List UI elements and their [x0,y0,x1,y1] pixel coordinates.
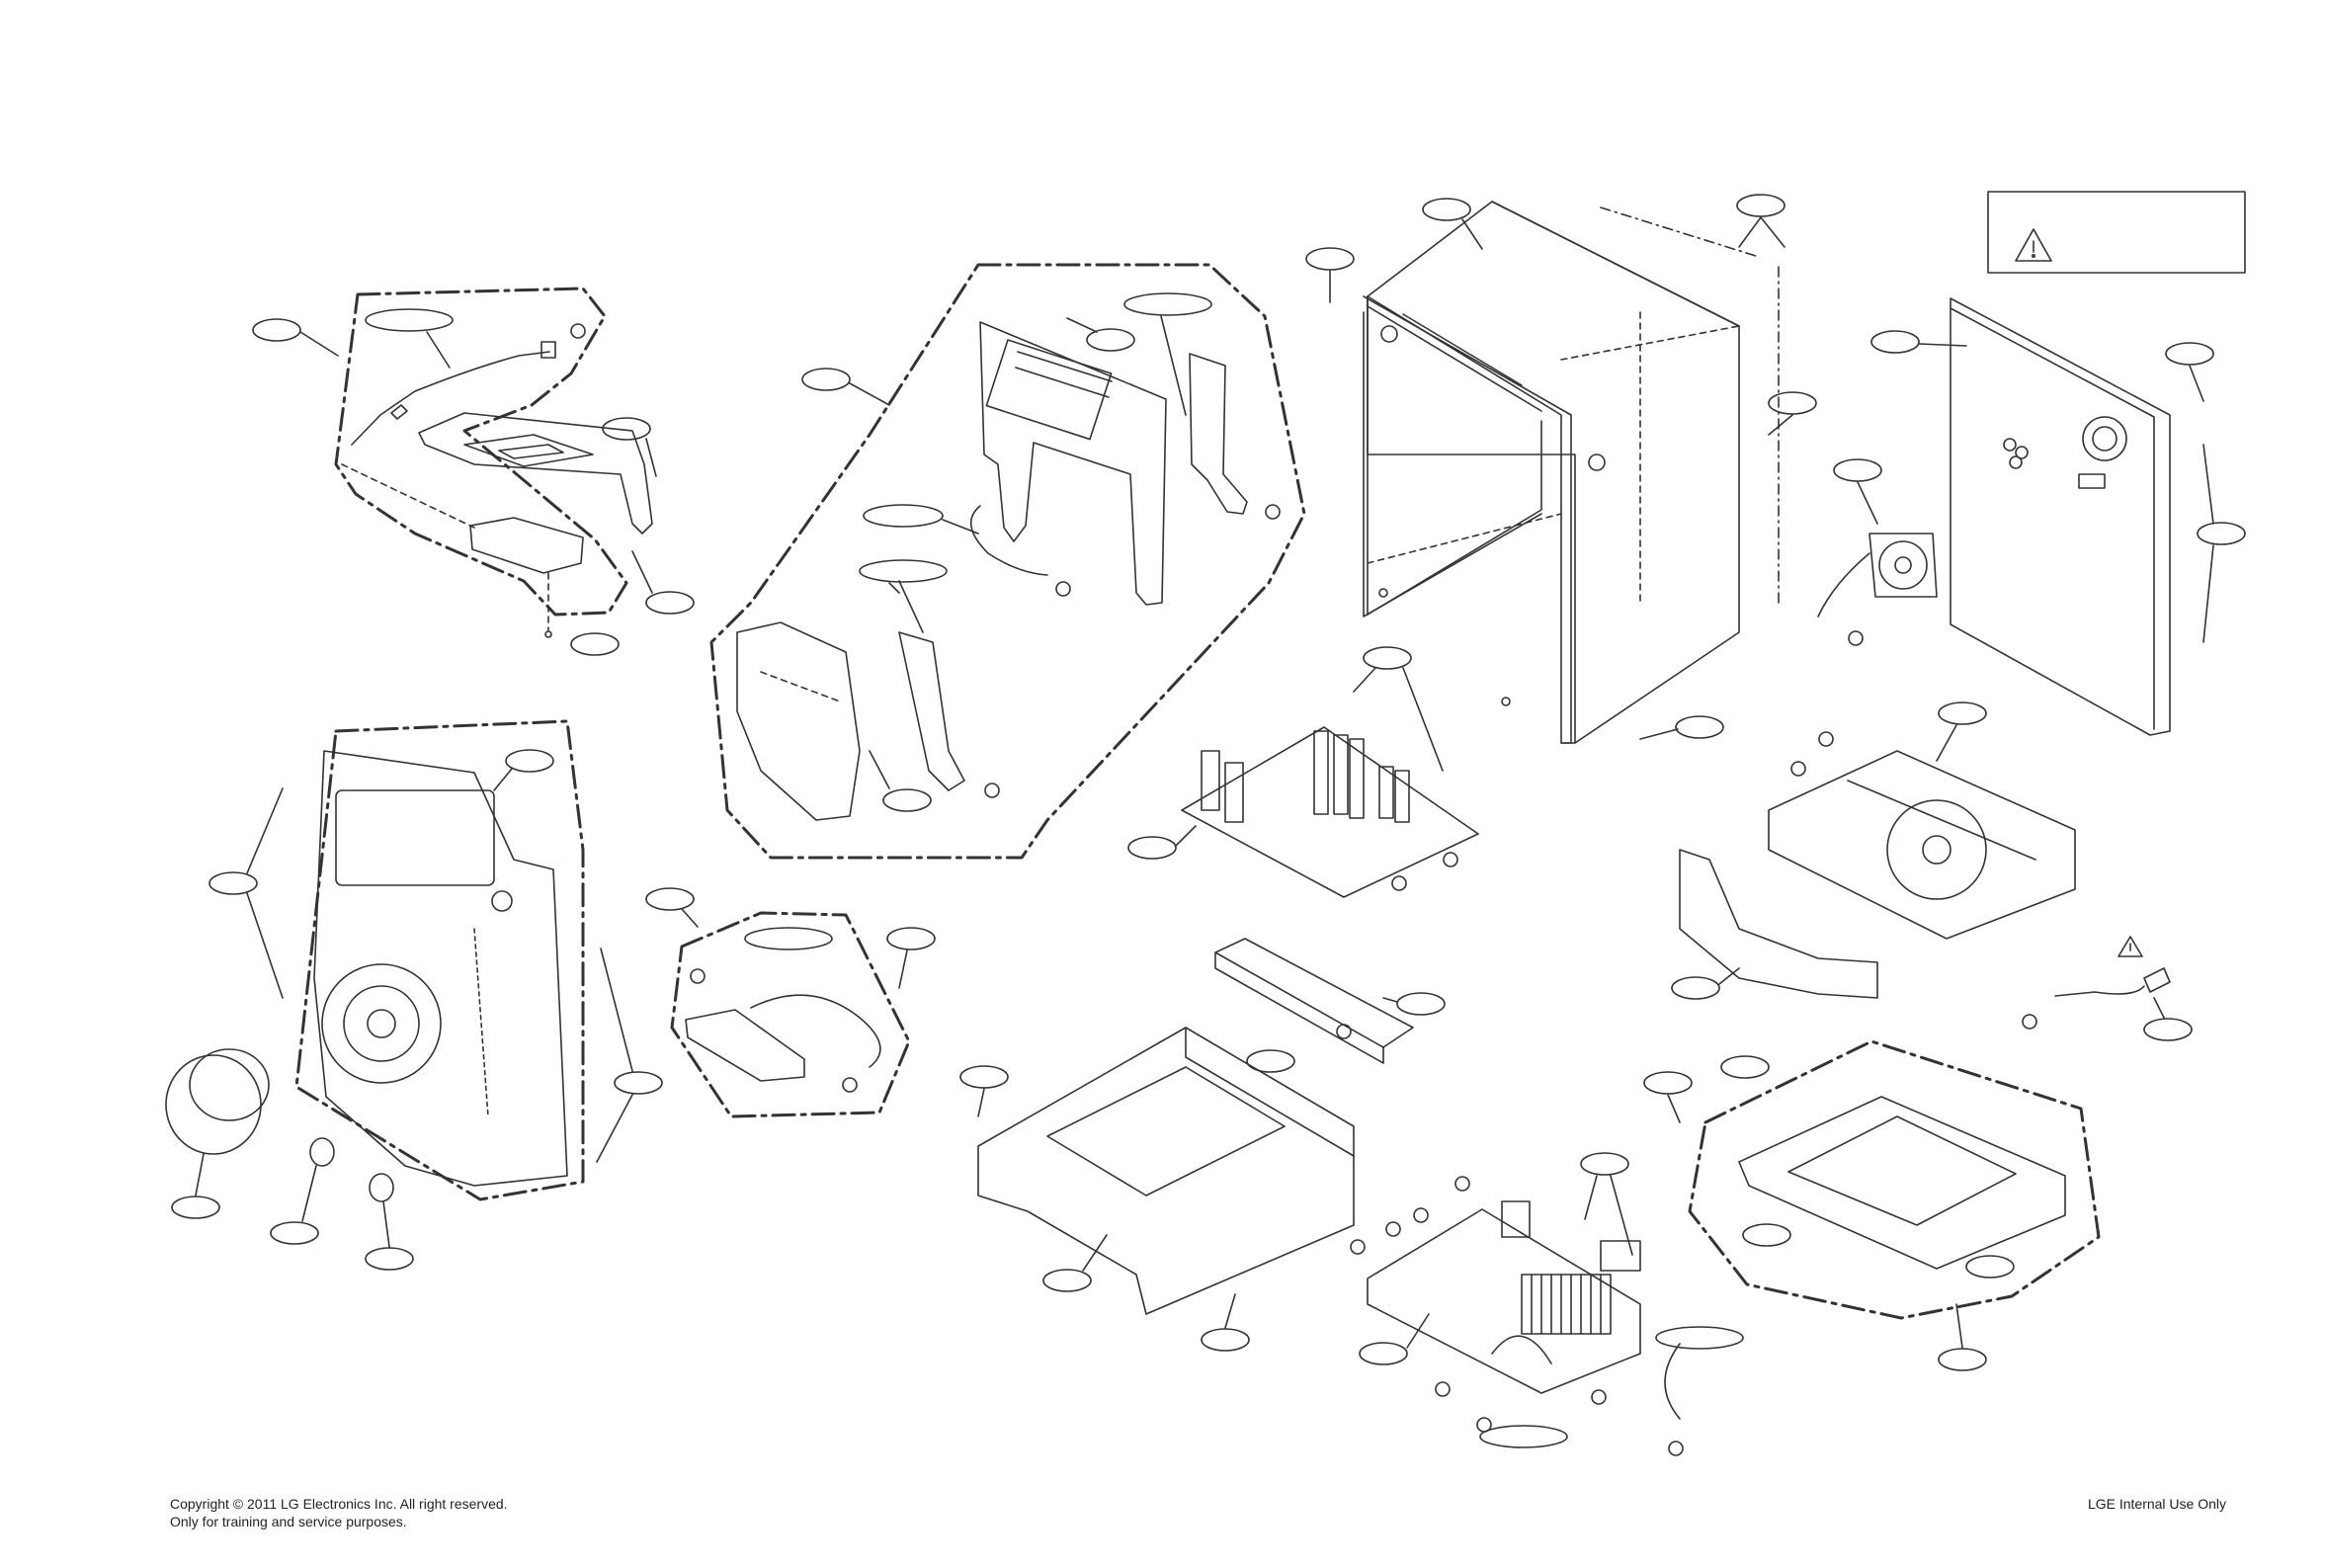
callout-bubble [366,309,453,331]
training-notice-text: Only for training and service purposes. [170,1512,407,1531]
callout-bubble [253,319,300,341]
cd-mechanism-group [1672,702,2075,999]
callout-bubble [1966,1256,2014,1278]
callout-bubble [1423,199,1470,220]
callout-bubble [887,928,935,949]
callout-bubble [1743,1224,1790,1246]
callout-bubble [1397,993,1445,1015]
callout-bubble [1737,195,1785,216]
callout-bubble [1834,459,1881,481]
cabinet-front-face [1368,296,1575,743]
bottom-cover [1739,1097,2065,1269]
jack-board [686,1010,804,1081]
callout-bubble [1581,1153,1628,1175]
internal-use-text: LGE Internal Use Only [2088,1494,2226,1514]
callout-bubble [1360,1343,1407,1364]
callout-bubble [883,789,931,811]
rear-panel-group [1818,298,2245,735]
dashed-group-outline [711,265,1304,858]
callout-bubble [1871,331,1919,353]
callout-bubble [1124,293,1211,315]
callout-bubble [615,1072,662,1094]
chassis [978,1028,1354,1314]
callout-bubble [172,1197,219,1218]
front-panel-body [314,751,567,1186]
front-panel-group [166,721,662,1270]
heatsink [1522,1275,1611,1334]
callout-bubble [209,872,257,894]
front-boards-group [711,265,1304,858]
top-trim-panel [419,413,652,534]
callout-bubble [271,1222,318,1244]
callout-bubble [802,369,850,390]
callout-bubble [1043,1270,1091,1291]
display-window [336,790,494,885]
rear-panel [1951,298,2170,735]
cabinet-group [1306,195,1816,743]
callout-bubble [1087,329,1134,351]
callout-bubble [1676,716,1723,738]
callout-bubble [1656,1327,1743,1349]
sub-board [737,622,860,820]
callout-bubble [646,888,694,910]
small-knob [370,1174,393,1201]
callout-bubble [745,928,832,949]
callout-bubble [506,750,553,772]
dashed-group-outline [296,721,583,1199]
callout-bubble [2198,523,2245,544]
callout-bubble [2166,343,2213,365]
callout-bubble [864,505,943,527]
callout-bubble [366,1248,413,1270]
callout-bubble [2144,1019,2192,1040]
callout-bubble [1306,248,1354,270]
callout-bubble [1769,392,1816,414]
main-pcb [1182,727,1478,897]
warning-box [1988,192,2245,273]
callout-bubble [960,1066,1008,1088]
bracket-group [1215,939,1445,1072]
callout-bubble [1128,837,1176,859]
callout-bubble [1672,977,1719,999]
callout-bubble [1721,1056,1769,1078]
callout-bubble [860,560,947,582]
callout-bubble [1364,647,1411,669]
power-cord [2055,986,2144,996]
chassis-group [960,1028,1354,1351]
small-knob [310,1138,334,1166]
callout-bubble [1939,1349,1986,1370]
callout-bubble [1939,702,1986,724]
bracket [1215,939,1413,1047]
big-knob-cap [166,1055,261,1154]
callout-bubble [1247,1050,1294,1072]
copyright-text: Copyright © 2011 LG Electronics Inc. All… [170,1494,508,1514]
volume-knob [322,964,441,1083]
main-vfd-board [980,322,1166,605]
callout-bubble [1644,1072,1692,1094]
jack-board-group [646,888,935,1116]
callout-bubble [1202,1329,1249,1351]
bottom-cover-group [1644,1041,2099,1370]
callout-bubble [646,592,694,614]
cd-loader [1769,751,2075,939]
power-cord-group [2023,937,2192,1040]
dashed-group-outline [1690,1041,2099,1318]
amp-pcb-group [1351,1153,1743,1455]
cd-tray-cover [1680,850,1877,998]
main-pcb-group [1128,647,1478,897]
callout-bubble [1480,1426,1567,1447]
cable-wire [352,352,549,445]
cabinet-side-panel [1368,202,1739,743]
callout-bubble [571,633,619,655]
top-panel-group [253,289,694,655]
